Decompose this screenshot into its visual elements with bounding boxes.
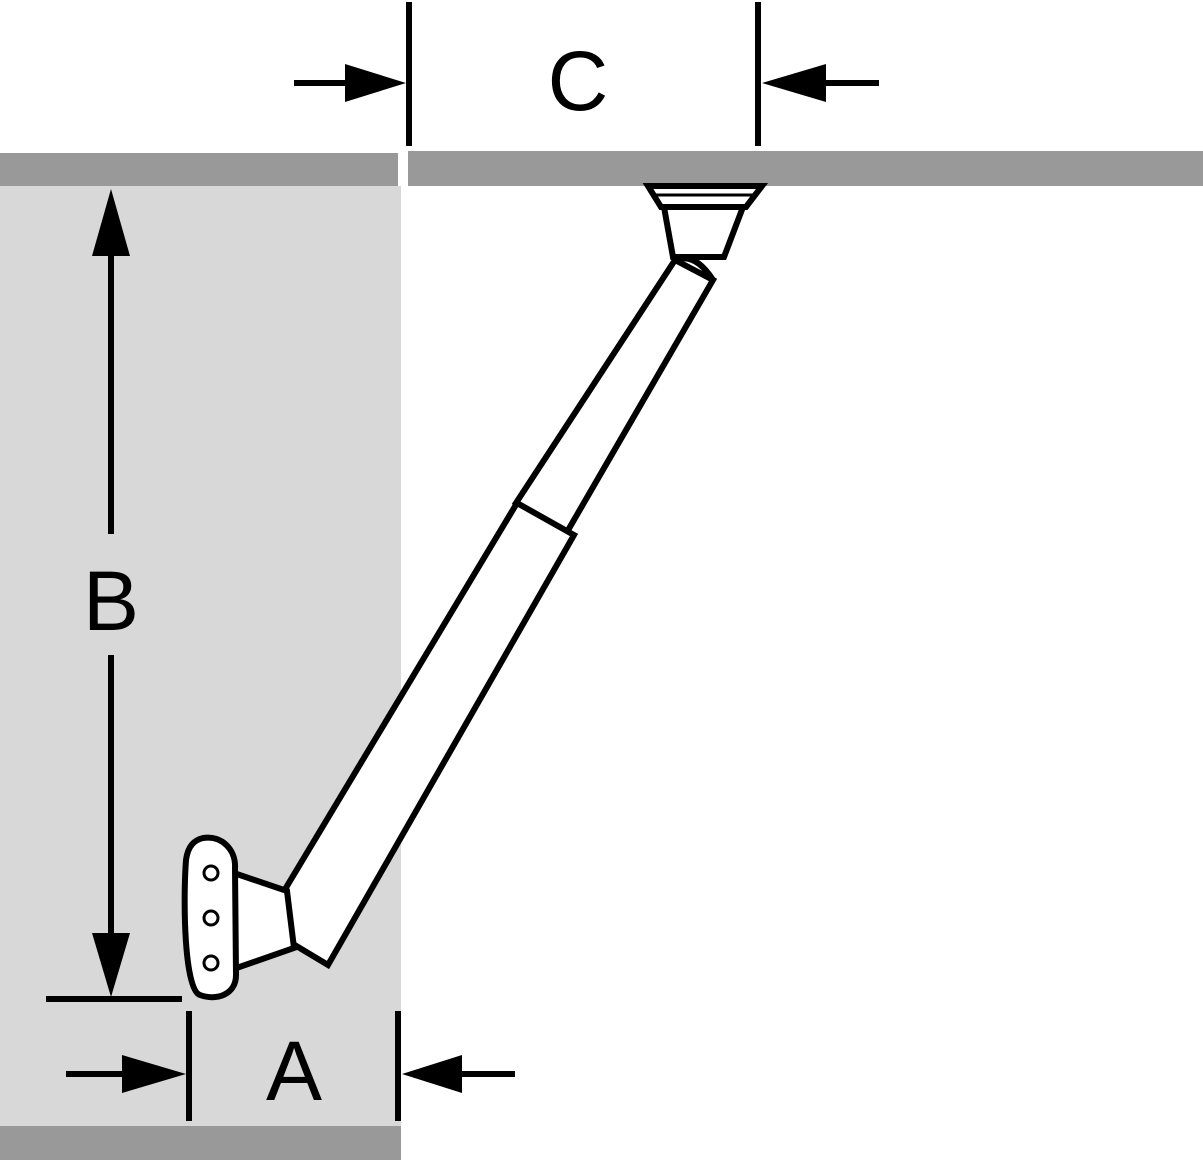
dimension-a-arrow-left-head — [122, 1055, 186, 1093]
dimension-a-label: A — [266, 1024, 322, 1118]
dimension-b-arrow-up-head — [92, 189, 130, 256]
dimension-b-arrow-down-head — [92, 933, 130, 997]
strut-rod-end-cap — [673, 255, 716, 282]
bracket-screw-hole-2 — [202, 909, 220, 927]
bracket-screw-hole-3 — [202, 954, 220, 972]
cabinet-top-edge — [0, 153, 398, 186]
strut-piston-rod — [511, 256, 718, 537]
strut-cylinder — [258, 498, 579, 970]
cabinet-bottom-edge — [0, 1126, 401, 1160]
dimension-b-label: B — [83, 554, 139, 648]
lid-bracket-body — [660, 204, 748, 260]
bracket-screw-hole-1 — [202, 864, 220, 882]
lid-panel-edge — [408, 151, 1203, 186]
gas-strut — [181, 183, 769, 1001]
dimension-c-arrow-left-head — [345, 64, 406, 102]
dimension-c: C — [294, 2, 879, 146]
dimension-a-arrow-right-head — [402, 1055, 462, 1093]
dimension-a: A — [66, 1011, 515, 1121]
dimension-b: B — [46, 189, 182, 1002]
dimension-c-arrow-right-head — [762, 64, 826, 102]
dimension-c-label: C — [548, 34, 609, 128]
